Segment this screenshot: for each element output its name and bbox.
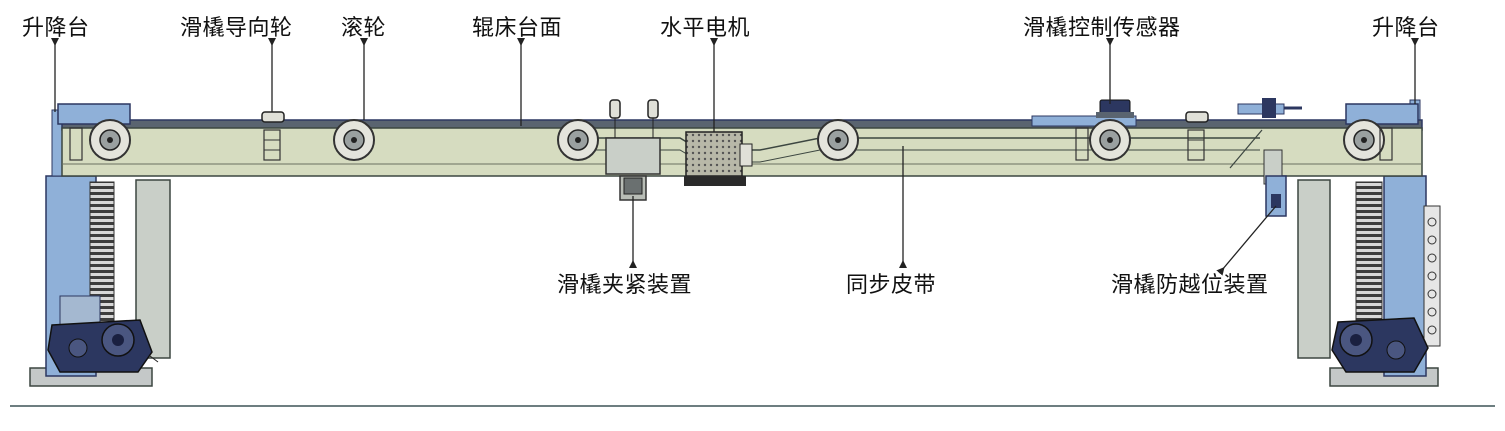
roller xyxy=(1089,119,1131,161)
anti-overtravel-device xyxy=(1263,149,1287,217)
label-roller-bed-top: 辊床台面 xyxy=(472,16,563,41)
lift-right-spring xyxy=(1355,181,1383,333)
roller xyxy=(1343,119,1385,161)
lift-left xyxy=(29,109,171,387)
label-belt: 同步皮带 xyxy=(846,273,937,298)
label-roller: 滚轮 xyxy=(341,16,387,41)
lift-right-gearbox xyxy=(1331,317,1429,373)
sensor-plate xyxy=(1031,115,1137,127)
roller xyxy=(333,119,375,161)
label-sensor: 滑橇控制传感器 xyxy=(1023,16,1181,41)
anti-overtravel-top xyxy=(1237,98,1302,118)
roller xyxy=(89,119,131,161)
guide-wheel xyxy=(261,111,285,161)
guide-wheel xyxy=(1185,111,1209,161)
label-guide-wheel: 滑橇导向轮 xyxy=(180,16,293,41)
roller xyxy=(817,119,859,161)
end-plate-left xyxy=(57,103,131,125)
label-anti-overtravel: 滑橇防越位装置 xyxy=(1111,273,1269,298)
clamp-device xyxy=(605,99,661,201)
sensor-unit xyxy=(1096,99,1134,118)
label-lift-left: 升降台 xyxy=(22,16,90,41)
lift-right-chain xyxy=(1423,205,1441,347)
roller xyxy=(557,119,599,161)
horizontal-motor xyxy=(684,131,753,186)
label-horizontal-motor: 水平电机 xyxy=(660,16,751,41)
label-lift-right: 升降台 xyxy=(1372,16,1440,41)
footer-rule xyxy=(10,405,1495,407)
label-clamp: 滑橇夹紧装置 xyxy=(557,273,693,298)
lift-right-post xyxy=(1297,179,1331,359)
guide-wheel xyxy=(69,127,1393,161)
leader-lines xyxy=(51,38,1419,276)
lift-left-gearbox xyxy=(47,319,153,373)
